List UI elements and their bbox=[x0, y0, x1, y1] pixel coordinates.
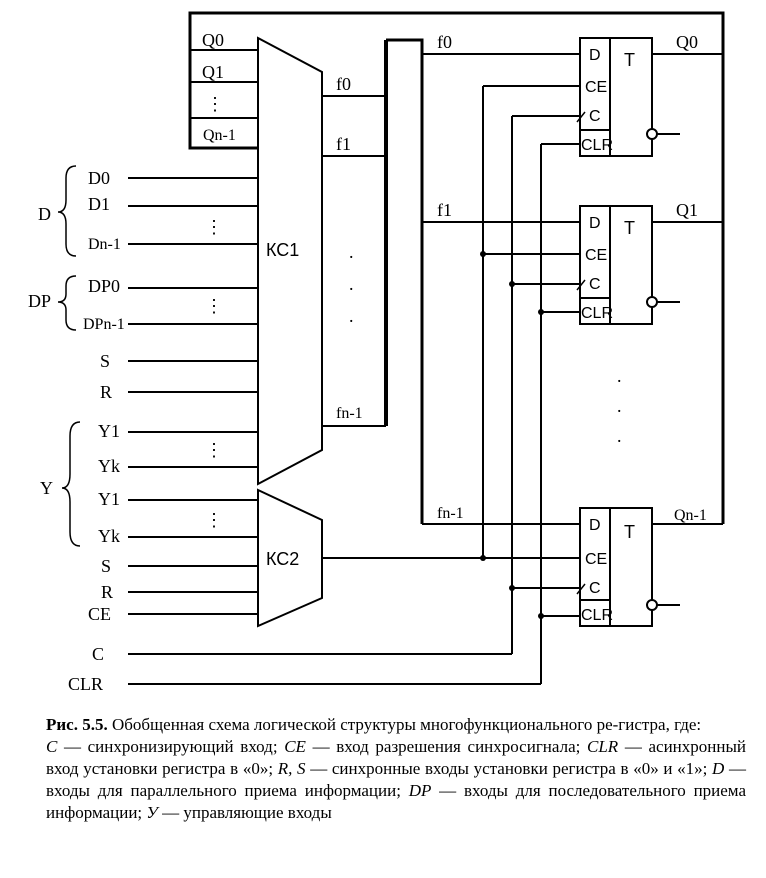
caption-title: Обобщенная схема логической структуры мн… bbox=[107, 715, 702, 734]
input-label-dn: Dn-1 bbox=[88, 236, 121, 253]
ff1-pin-clr: CLR bbox=[581, 305, 613, 322]
register-logic-diagram: Q0 Q1 ⋮ Qn-1 КС1 КС2 D0 D1 Dn-1 DP0 DPn-… bbox=[28, 11, 725, 694]
feedback-label-q1: Q1 bbox=[202, 62, 224, 82]
group-label-y: Y bbox=[40, 478, 53, 498]
ffn-inverted-output bbox=[646, 599, 658, 611]
def-text-clr: — асинхронный вход установки регистра в … bbox=[46, 737, 746, 778]
flip-flop-1: D CE C CLR T bbox=[576, 205, 680, 325]
ks2-block bbox=[257, 488, 323, 628]
ellipsis-ya: ⋮ bbox=[205, 440, 223, 460]
caption-title-line: Рис. 5.5. Обобщенная схема логической ст… bbox=[46, 714, 746, 736]
bus-top bbox=[386, 38, 424, 524]
ff0-pin-c: C bbox=[589, 108, 601, 125]
feedback-label-qn: Qn-1 bbox=[203, 127, 236, 144]
ks1-block bbox=[257, 36, 323, 486]
ks1-output-dot-1: . bbox=[349, 242, 354, 262]
flip-flop-0: D CE C CLR T bbox=[576, 37, 680, 157]
def-text-ce: — вход разрешения синхросигнала; bbox=[305, 737, 587, 756]
caption-label: Рис. 5.5. bbox=[46, 715, 108, 734]
input-label-ykb: Yk bbox=[98, 526, 120, 546]
ff1-pin-ce: CE bbox=[585, 247, 607, 264]
input-label-s1: S bbox=[100, 351, 110, 371]
def-text-dp: — входы для последовательного приема инф… bbox=[46, 781, 746, 822]
junction-clr-2 bbox=[538, 613, 544, 619]
group-label-d: D bbox=[38, 204, 51, 224]
junction-c-1 bbox=[509, 281, 515, 287]
ffn-pin-c: C bbox=[589, 580, 601, 597]
brace-d bbox=[57, 165, 77, 257]
def-text-rs: — синхронные входы установки регистра в … bbox=[305, 759, 713, 778]
ks1-label: КС1 bbox=[266, 240, 299, 260]
input-label-r2: R bbox=[101, 582, 113, 602]
ff0-pin-ce: CE bbox=[585, 79, 607, 96]
caption-definitions: C — синхронизирующий вход; CE — вход раз… bbox=[46, 736, 746, 824]
bus-label-fn: fn-1 bbox=[437, 505, 464, 522]
ff-dot-1: . bbox=[617, 366, 622, 386]
def-term-d: D bbox=[712, 759, 725, 778]
ks1-output-label-fn: fn-1 bbox=[336, 405, 363, 422]
ff1-pin-c: C bbox=[589, 276, 601, 293]
brace-dp bbox=[57, 275, 77, 331]
def-text-c: — синхронизирующий вход; bbox=[57, 737, 285, 756]
input-label-y1a: Y1 bbox=[98, 421, 120, 441]
ff0-pin-clr: CLR bbox=[581, 137, 613, 154]
ffn-pin-ce: CE bbox=[585, 551, 607, 568]
def-term-dp: DP bbox=[408, 781, 432, 800]
input-label-c: C bbox=[92, 644, 104, 664]
ellipsis-dp: ⋮ bbox=[205, 296, 223, 316]
input-label-d1: D1 bbox=[88, 194, 110, 214]
feedback-ellipsis: ⋮ bbox=[206, 94, 224, 114]
ff1-inverted-output bbox=[646, 296, 658, 308]
junction-ce-2 bbox=[480, 555, 486, 561]
def-term-rs: R, S bbox=[277, 759, 306, 778]
ks1-output-dot-2: . bbox=[349, 274, 354, 294]
ff1-trigger-label: T bbox=[624, 218, 635, 238]
ks1-output-dot-3: . bbox=[349, 306, 354, 326]
def-text-d: — входы для параллельного приема информа… bbox=[46, 759, 747, 800]
def-text-y: — управляющие входы bbox=[157, 803, 332, 822]
ks2-label: КС2 bbox=[266, 549, 299, 569]
feedback-label-q0: Q0 bbox=[202, 30, 224, 50]
def-term-clr: CLR bbox=[587, 737, 619, 756]
input-label-d0: D0 bbox=[88, 168, 110, 188]
ff0-pin-d: D bbox=[589, 47, 601, 64]
ks1-output-label-f1: f1 bbox=[336, 134, 351, 154]
flip-flop-n: D CE C CLR T bbox=[576, 507, 680, 627]
brace-y bbox=[61, 421, 81, 547]
figure-caption: Рис. 5.5. Обобщенная схема логической ст… bbox=[46, 714, 746, 824]
ff-dot-2: . bbox=[617, 396, 622, 416]
def-term-ce: CE bbox=[284, 737, 306, 756]
ff0-q-label: Q0 bbox=[676, 32, 698, 52]
ff0-inverted-output bbox=[646, 128, 658, 140]
bus-label-f1: f1 bbox=[437, 200, 452, 220]
def-term-y: У bbox=[146, 803, 158, 822]
input-label-r1: R bbox=[100, 382, 112, 402]
ff-dot-3: . bbox=[617, 426, 622, 446]
bus-label-f0: f0 bbox=[437, 32, 452, 52]
ffn-trigger-label: T bbox=[624, 522, 635, 542]
input-label-dpn: DPn-1 bbox=[83, 316, 125, 333]
ellipsis-d: ⋮ bbox=[205, 217, 223, 237]
group-label-dp: DP bbox=[28, 291, 51, 311]
input-label-clr: CLR bbox=[68, 674, 103, 694]
input-label-yka: Yk bbox=[98, 456, 120, 476]
ellipsis-yb: ⋮ bbox=[205, 510, 223, 530]
ffn-pin-d: D bbox=[589, 517, 601, 534]
ks1-output-label-f0: f0 bbox=[336, 74, 351, 94]
input-label-s2: S bbox=[101, 556, 111, 576]
junction-ce-1 bbox=[480, 251, 486, 257]
ffn-q-label: Qn-1 bbox=[674, 507, 707, 524]
input-label-dp0: DP0 bbox=[88, 276, 120, 296]
ff0-trigger-label: T bbox=[624, 50, 635, 70]
ffn-pin-clr: CLR bbox=[581, 607, 613, 624]
junction-c-2 bbox=[509, 585, 515, 591]
ff1-pin-d: D bbox=[589, 215, 601, 232]
input-label-y1b: Y1 bbox=[98, 489, 120, 509]
ff1-q-label: Q1 bbox=[676, 200, 698, 220]
def-term-c: C bbox=[46, 737, 58, 756]
feedback-frame bbox=[188, 11, 725, 150]
junction-clr-1 bbox=[538, 309, 544, 315]
input-label-ce: CE bbox=[88, 604, 111, 624]
